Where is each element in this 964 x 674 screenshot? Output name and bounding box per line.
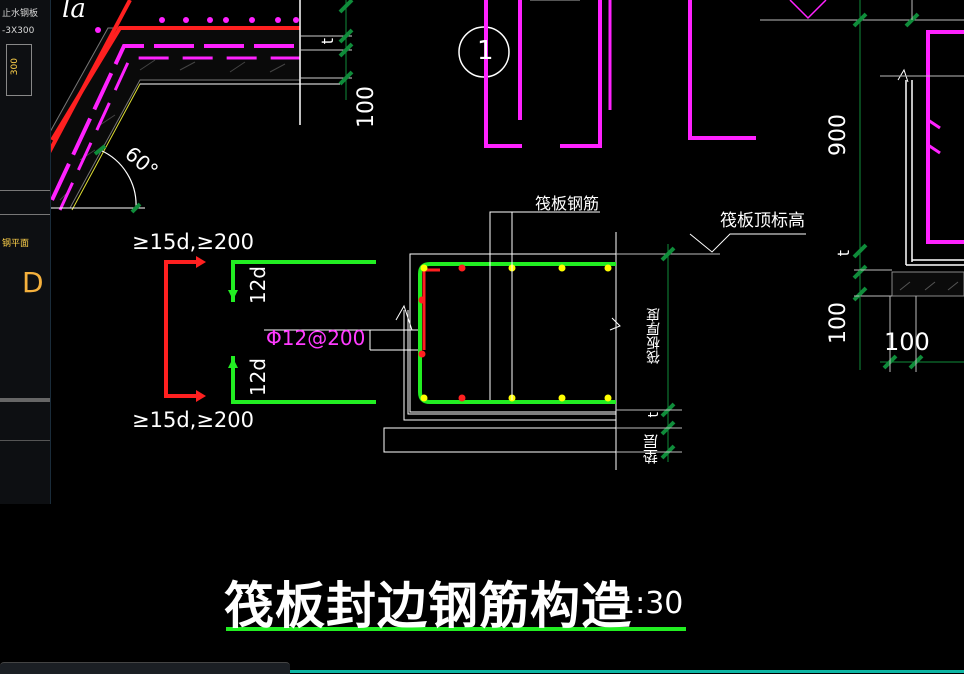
panel-label-size: -3X300: [2, 26, 35, 36]
panel-label-300: 300: [10, 58, 20, 76]
right-upper-detail: [760, 0, 964, 372]
label-12d-bottom: 12d: [246, 358, 270, 397]
raft-edge-detail: [383, 211, 806, 470]
side-panel-window[interactable]: 止水钢板 -3X300 300 钢平面 D: [0, 0, 51, 504]
label-t-mid: t: [646, 412, 662, 418]
label-anchor-top: ≥15d,≥200: [132, 230, 255, 254]
top-dimension: [300, 0, 354, 100]
label-dim-900: 900: [826, 114, 851, 156]
panel-divider: [0, 440, 50, 441]
label-t-right: t: [834, 250, 853, 257]
sloped-section: [39, 0, 340, 214]
label-raft-rebar: 筏板钢筋: [535, 194, 600, 213]
label-12d-top: 12d: [246, 266, 270, 305]
status-bar[interactable]: [0, 662, 290, 674]
magenta-walls: [484, 0, 756, 148]
detached-rebars: [164, 256, 376, 404]
label-t-top: t: [318, 38, 337, 45]
panel-divider: [0, 398, 50, 402]
label-circle-number: 1: [477, 36, 494, 66]
panel-box: [6, 44, 32, 96]
phi12-leader: [264, 304, 420, 351]
drawing-title: 筏板封边钢筋构造: [224, 577, 632, 635]
label-raft-top-elevation: 筏板顶标高: [720, 211, 805, 231]
drawing-scale: 1:30: [616, 586, 684, 621]
label-dim-100-top: 100: [354, 86, 379, 128]
label-la: la: [62, 0, 86, 24]
label-dim-100-right-vertical: 100: [826, 302, 851, 344]
teal-strip: [290, 670, 964, 673]
panel-label-waterstop: 止水钢板: [2, 9, 39, 19]
panel-letter: D: [22, 266, 44, 299]
panel-divider: [0, 214, 50, 215]
panel-label-plan: 钢平面: [2, 239, 30, 249]
label-raft-thickness: 筏板厚度: [646, 308, 662, 364]
label-anchor-bottom: ≥15d,≥200: [132, 408, 255, 432]
label-cushion: 垫层: [642, 434, 660, 464]
label-dim-100-right-horizontal: 100: [884, 328, 930, 356]
label-phi12-spacing: Φ12@200: [266, 326, 366, 350]
panel-divider: [0, 190, 50, 191]
